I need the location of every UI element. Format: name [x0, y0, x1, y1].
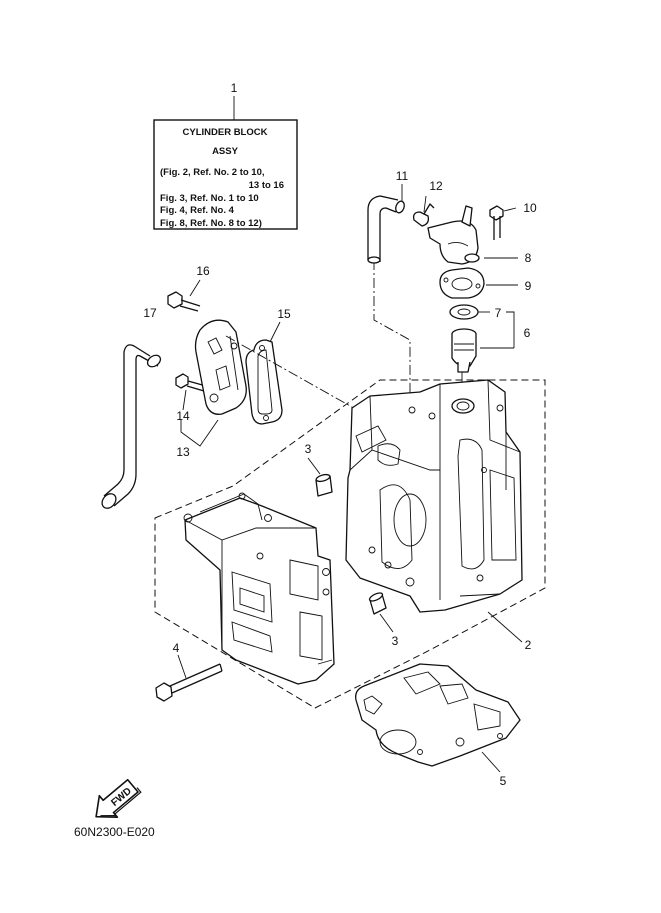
part-2-cylinder-block	[345, 379, 523, 643]
assembly-dashed-outline	[154, 379, 546, 709]
part-16-bolt	[167, 279, 201, 312]
callout-12: 12	[429, 179, 443, 193]
callout-5: 5	[500, 774, 507, 788]
part-10-bolt	[489, 205, 517, 240]
box-line-5: Fig. 3, Ref. No. 1 to 10	[160, 193, 259, 204]
callout-15: 15	[277, 307, 291, 321]
figure-code: 60N2300-E020	[74, 825, 155, 839]
box-line-7: Fig. 8, Ref. No. 8 to 12)	[160, 218, 262, 229]
callout-16: 16	[196, 264, 210, 278]
callout-2: 2	[525, 638, 532, 652]
callout-17: 17	[143, 306, 157, 320]
part-12-clip	[412, 195, 435, 227]
callout-14: 14	[176, 409, 190, 423]
callout-3-upper: 3	[305, 442, 312, 456]
callout-10: 10	[523, 201, 537, 215]
box-line-4: 13 to 16	[249, 180, 284, 191]
fwd-arrow-icon: FWD	[95, 778, 142, 818]
alignment-line-cover	[225, 335, 376, 421]
part-8-thermostat-cover	[427, 205, 518, 265]
box-line-6: Fig. 4, Ref. No. 4	[160, 205, 235, 216]
part-6-thermostat	[451, 311, 515, 373]
part-11-hose	[367, 184, 405, 264]
callout-9: 9	[525, 279, 532, 293]
callout-7: 7	[495, 306, 502, 320]
callout-13: 13	[176, 445, 190, 459]
part-3-dowel-pin-lower	[368, 592, 394, 633]
callout-6: 6	[524, 326, 531, 340]
part-13-exhaust-cover	[180, 319, 247, 447]
crankcase-head	[183, 492, 335, 685]
callout-3-lower: 3	[392, 634, 399, 648]
alignment-line-hose	[373, 260, 411, 420]
part-5-gasket	[355, 663, 521, 773]
callout-8: 8	[525, 251, 532, 265]
part-7-washer	[449, 304, 490, 320]
part-4-bolt	[155, 654, 223, 702]
assembly-label-box: CYLINDER BLOCK ASSY (Fig. 2, Ref. No. 2 …	[153, 96, 298, 230]
callout-1: 1	[231, 81, 238, 95]
box-line-3: (Fig. 2, Ref. No. 2 to 10,	[160, 167, 265, 178]
callout-11: 11	[396, 169, 409, 183]
callout-4: 4	[173, 641, 180, 655]
part-17-hose	[101, 344, 162, 509]
part-3-dowel-pin-upper	[307, 457, 333, 497]
box-line-1: CYLINDER BLOCK	[183, 127, 268, 138]
box-line-2: ASSY	[212, 146, 239, 157]
part-15-gasket	[245, 321, 283, 425]
part-9-gasket	[439, 267, 518, 299]
